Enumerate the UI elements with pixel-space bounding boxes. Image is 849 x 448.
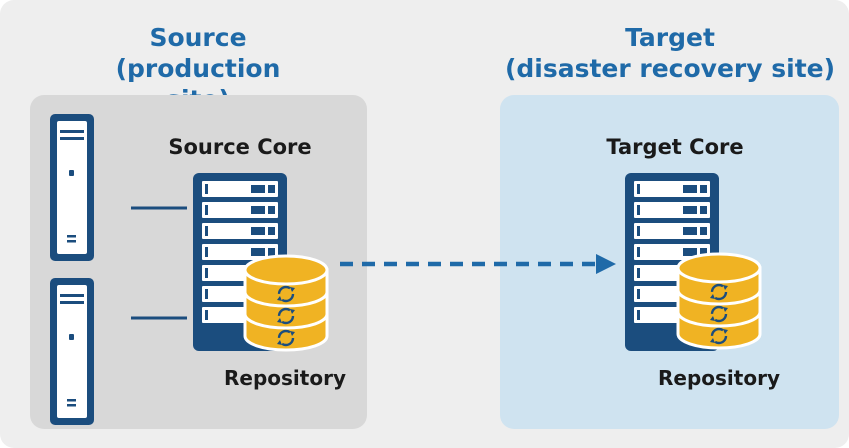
machine-icon — [50, 114, 94, 261]
target-core-label: Target Core — [606, 135, 744, 159]
target-title-line1: Target — [625, 23, 715, 52]
database-icon — [678, 254, 760, 348]
source-repository-label: Repository — [224, 366, 346, 390]
source-core-label: Source Core — [168, 135, 312, 159]
target-site-title: Target (disaster recovery site) — [495, 22, 845, 84]
source-site-title: Source (production site) — [80, 22, 316, 115]
target-repository-label: Repository — [658, 366, 780, 390]
database-icon — [245, 256, 327, 350]
machine-icon — [50, 278, 94, 425]
target-title-line2: (disaster recovery site) — [504, 54, 836, 83]
source-title-line1: Source — [149, 23, 247, 52]
